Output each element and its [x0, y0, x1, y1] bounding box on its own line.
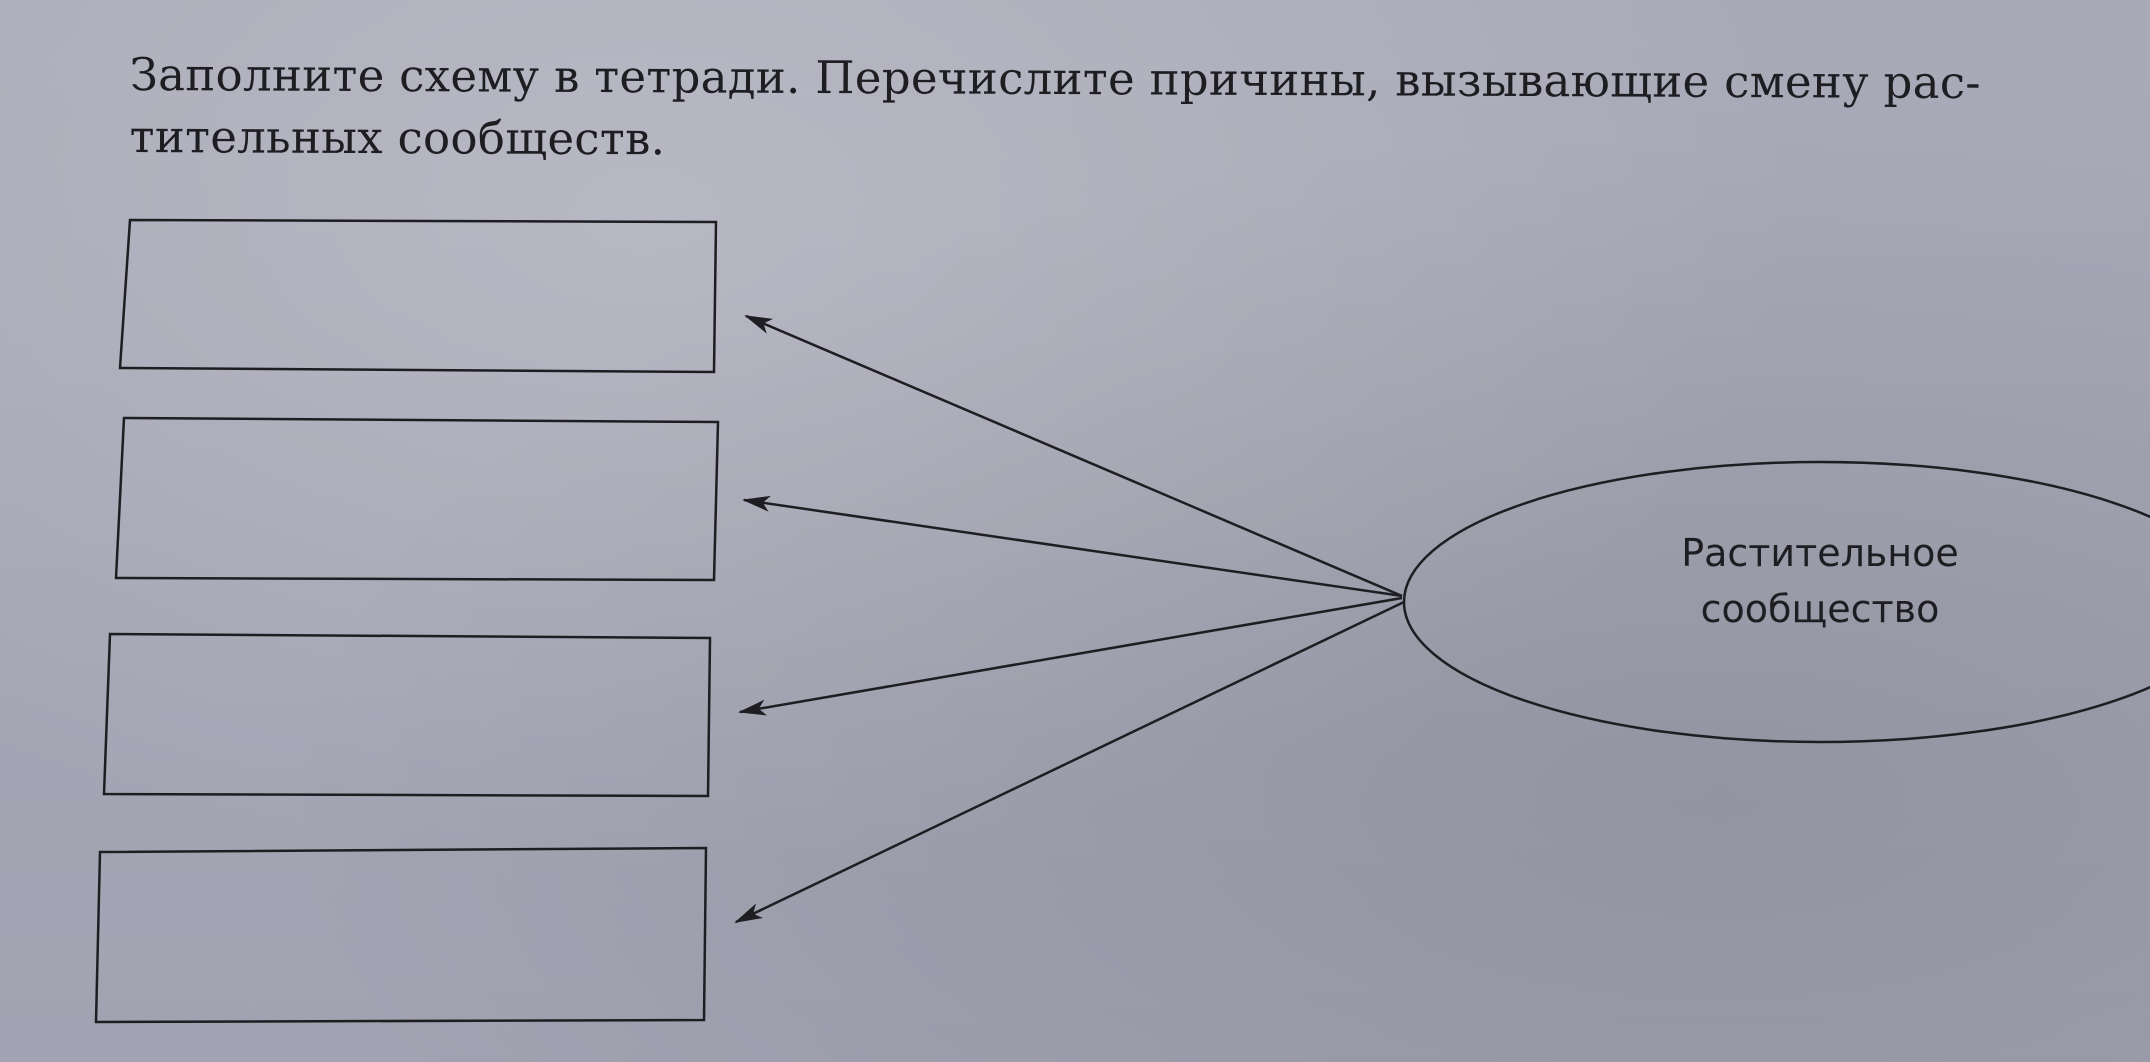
- arrow-to-box-2: [742, 495, 1403, 598]
- center-node-label: Растительное сообщество: [1420, 525, 2150, 637]
- answer-box-1: [118, 218, 718, 374]
- center-node-label-line-2: сообщество: [1700, 587, 1940, 631]
- arrow-to-box-4: [734, 600, 1405, 924]
- center-ellipse: [1402, 460, 2150, 744]
- arrow-to-box-3: [738, 596, 1403, 716]
- center-node-label-line-1: Растительное: [1681, 531, 1959, 575]
- answer-box-4: [94, 846, 708, 1024]
- arrow-to-box-1: [744, 314, 1403, 598]
- answer-box-3: [102, 632, 712, 798]
- answer-box-2: [114, 416, 720, 582]
